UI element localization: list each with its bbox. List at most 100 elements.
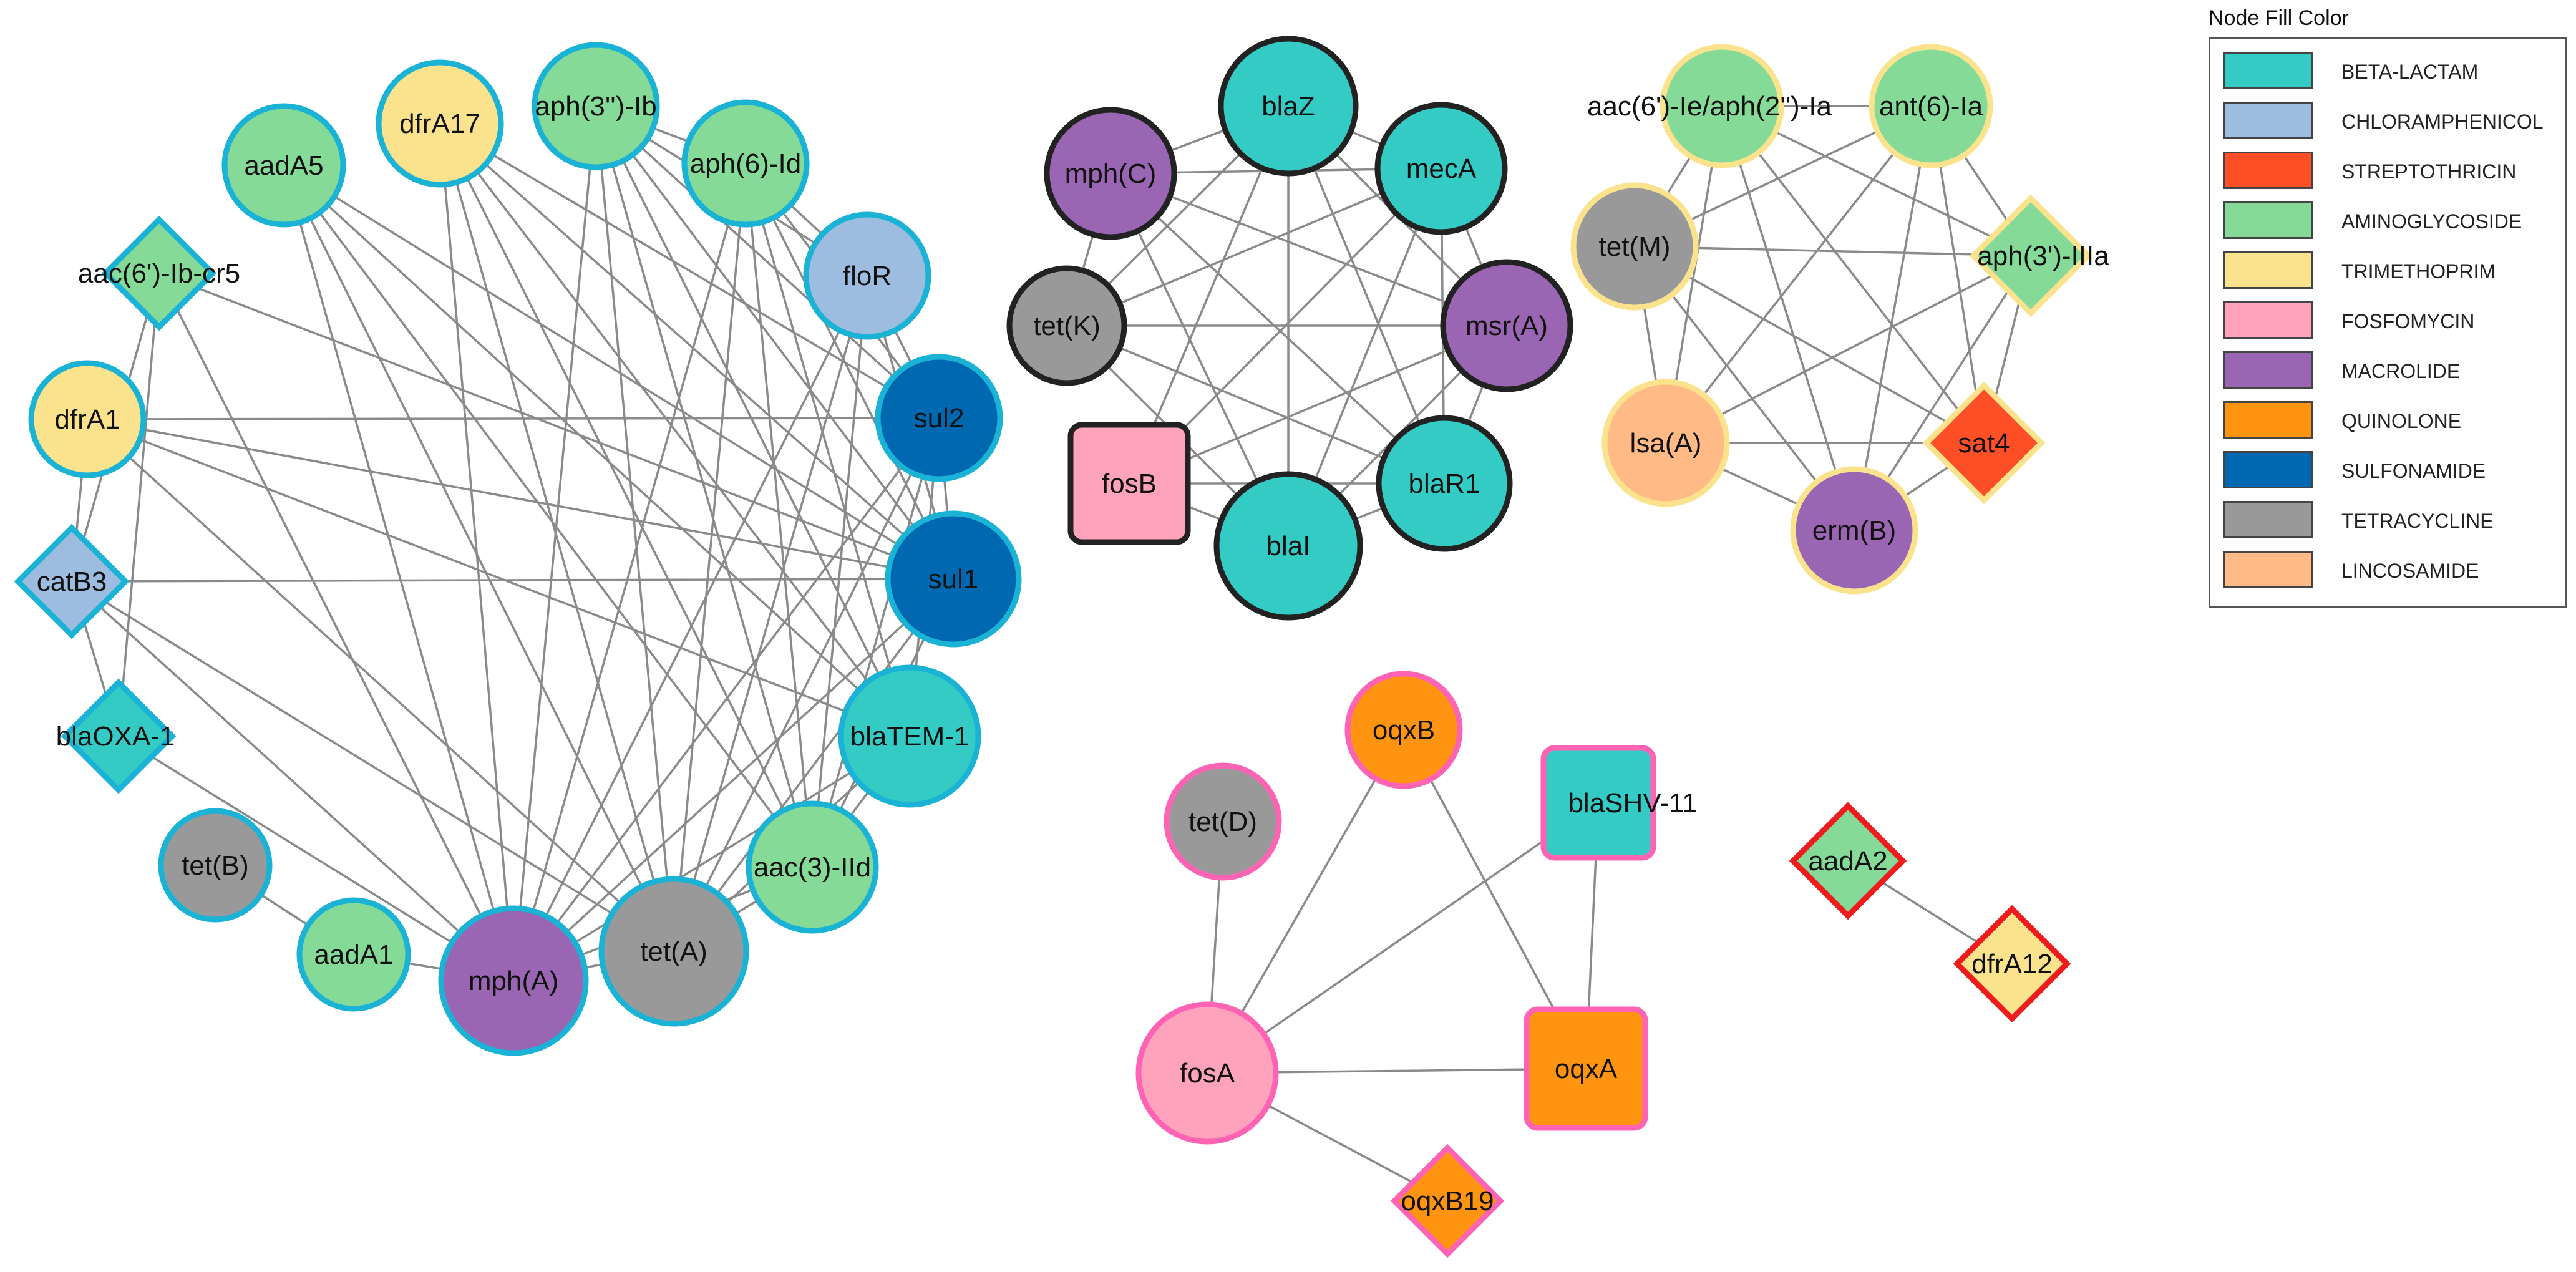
edge-tet-m-aph-3-iiia	[1634, 245, 2031, 257]
node-shape-circle	[376, 59, 504, 188]
node-oqxa[interactable]: oqxA	[1524, 1006, 1648, 1131]
edge-aph-6-id-tet-a	[673, 163, 747, 952]
node-blaoxa-1[interactable]: blaOXA-1	[56, 678, 177, 794]
node-mph-a[interactable]: mph(A)	[438, 905, 589, 1056]
node-catb3[interactable]: catB3	[14, 523, 130, 639]
node-tet-k[interactable]: tet(K)	[1006, 265, 1127, 386]
node-tet-m[interactable]: tet(M)	[1570, 182, 1699, 311]
edge-aph-3-ib-sul2	[595, 105, 940, 419]
edge-aph-6-id-sul1	[744, 163, 955, 580]
edge-aph-6-id-blatem-1	[744, 163, 911, 737]
node-aada2[interactable]: aadA2	[1789, 802, 1907, 920]
edge-aac-6-ie-aph-2-ia-erm-b	[1721, 105, 1855, 531]
edge-aac-6-ie-aph-2-ia-sat4	[1721, 105, 1985, 444]
edge-sul1-catb3	[71, 578, 954, 583]
node-fosb[interactable]: fosB	[1067, 422, 1191, 545]
node-label: aac(6')-Ie/aph(2'')-Ia	[1587, 91, 1832, 122]
edge-aac-6-ib-cr5-mph-a	[158, 273, 515, 981]
edge-catb3-mph-a	[70, 580, 515, 982]
node-aph-6-id[interactable]: aph(6)-Id	[681, 99, 810, 228]
node-blai[interactable]: blaI	[1213, 471, 1363, 621]
node-shape-circle	[438, 905, 589, 1056]
edge-dfra17-aac-3-iid	[439, 123, 814, 868]
node-shape-diamond	[1969, 194, 2092, 318]
node-lsa-a[interactable]: lsa(A)	[1601, 379, 1730, 507]
edge-msr-a-fosb	[1129, 324, 1507, 485]
legend-label: AMINOGLYCOSIDE	[2341, 210, 2522, 233]
node-blar1[interactable]: blaR1	[1376, 415, 1513, 552]
node-aada5[interactable]: aadA5	[221, 103, 346, 228]
node-label: lsa(A)	[1630, 428, 1702, 459]
node-shape-circle	[803, 211, 931, 340]
node-label: fosB	[1102, 469, 1157, 499]
node-aph-3-iiia[interactable]: aph(3')-IIIa	[1969, 194, 2109, 318]
node-aac-6-ib-cr5[interactable]: aac(6')-Ib-cr5	[78, 215, 240, 331]
node-sul1[interactable]: sul1	[885, 510, 1022, 648]
legend-swatch	[2223, 451, 2313, 488]
node-shape-circle	[532, 42, 660, 170]
node-dfra1[interactable]: dfrA1	[28, 360, 147, 478]
edge-meca-tet-k	[1066, 167, 1442, 327]
node-label: blaZ	[1261, 91, 1315, 122]
node-tet-d[interactable]: tet(D)	[1164, 762, 1282, 881]
node-aac-6-ie-aph-2-ia[interactable]: aac(6')-Ie/aph(2'')-Ia	[1587, 44, 1832, 168]
node-msr-a[interactable]: msr(A)	[1440, 259, 1573, 392]
legend-swatch	[2223, 351, 2313, 389]
node-label: mph(C)	[1065, 158, 1157, 189]
edge-aada5-aac-3-iid	[283, 164, 814, 868]
node-sul2[interactable]: sul2	[875, 354, 1003, 482]
node-tet-b[interactable]: tet(B)	[158, 808, 273, 923]
legend-item-fosfomycin: FOSFOMYCIN	[2223, 301, 2560, 339]
node-fosa[interactable]: fosA	[1135, 1001, 1279, 1145]
node-ant-6-ia[interactable]: ant(6)-Ia	[1869, 44, 1993, 168]
edge-dfra1-tet-a	[86, 418, 675, 953]
edge-flor-aac-3-iid	[811, 275, 868, 868]
node-shape-circle	[1006, 265, 1127, 386]
edge-aph-3-ib-tet-a	[595, 105, 675, 952]
node-aph-3-ib[interactable]: aph(3'')-Ib	[532, 42, 660, 170]
edge-blatem-1-mph-a	[513, 735, 910, 982]
node-label: oqxB	[1373, 715, 1435, 745]
node-dfra17[interactable]: dfrA17	[376, 59, 504, 188]
node-dfra12[interactable]: dfrA12	[1953, 905, 2071, 1023]
node-tet-a[interactable]: tet(A)	[598, 876, 749, 1027]
node-flor[interactable]: floR	[803, 211, 931, 340]
edge-dfra1-blatem-1	[87, 418, 910, 737]
node-blatem-1[interactable]: blaTEM-1	[838, 664, 981, 808]
node-label: tet(B)	[182, 850, 249, 881]
node-aac-3-iid[interactable]: aac(3)-IId	[746, 800, 879, 934]
node-label: aadA5	[244, 150, 323, 181]
node-oqxb19[interactable]: oqxB19	[1390, 1143, 1505, 1258]
node-shape-circle	[1376, 415, 1513, 552]
node-shape-square	[1067, 422, 1191, 545]
node-label: sul2	[914, 403, 965, 434]
node-oqxb[interactable]: oqxB	[1344, 671, 1463, 789]
node-aada1[interactable]: aadA1	[296, 897, 411, 1012]
node-blaz[interactable]: blaZ	[1218, 36, 1359, 177]
node-erm-b[interactable]: erm(B)	[1790, 466, 1918, 595]
edge-dfra17-sul1	[439, 122, 955, 580]
node-blashv-11[interactable]: blaSHV-11	[1540, 745, 1698, 861]
node-shape-circle	[1570, 182, 1699, 311]
node-shape-circle	[1164, 762, 1282, 881]
legend-label: LINCOSAMIDE	[2341, 560, 2479, 582]
legend-swatch	[2223, 401, 2313, 439]
node-meca[interactable]: mecA	[1374, 102, 1508, 235]
node-label: tet(M)	[1599, 231, 1671, 262]
edge-sul1-mph-a	[512, 578, 955, 982]
node-shape-circle	[838, 664, 981, 808]
legend-item-tetracycline: TETRACYCLINE	[2223, 501, 2560, 538]
node-shape-circle	[221, 103, 346, 228]
edge-aada5-sul1	[283, 164, 954, 580]
legend-label: CHLORAMPHENICOL	[2341, 110, 2544, 133]
node-shape-circle	[746, 800, 879, 934]
legend-label: FOSFOMYCIN	[2341, 310, 2475, 333]
edge-blashv-11-fosa	[1207, 802, 1599, 1074]
legend-item-aminoglycoside: AMINOGLYCOSIDE	[2223, 201, 2560, 239]
edge-blaoxa-1-mph-a	[118, 735, 514, 982]
node-sat4[interactable]: sat4	[1922, 381, 2046, 505]
node-mph-c[interactable]: mph(C)	[1044, 107, 1177, 240]
node-label: blaTEM-1	[850, 721, 970, 752]
node-label: sul1	[928, 564, 979, 595]
node-label: floR	[843, 261, 892, 291]
